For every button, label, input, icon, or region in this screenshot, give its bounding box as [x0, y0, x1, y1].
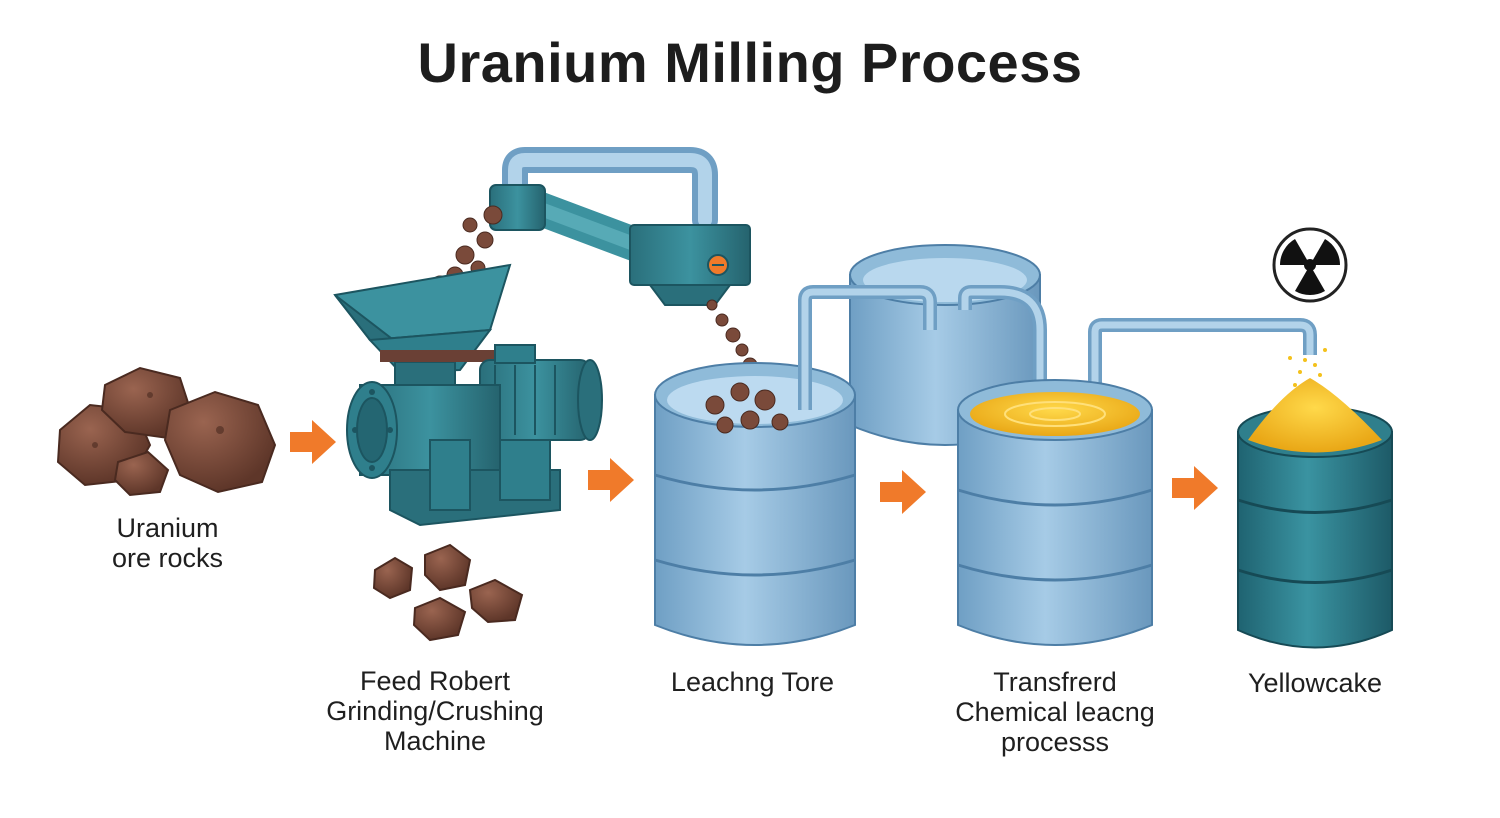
- step-label-yellowcake: Yellowcake: [1225, 668, 1405, 698]
- arrow-icon: [588, 458, 634, 502]
- arrow-icon: [880, 470, 926, 514]
- step-label-line: Chemical leacng: [955, 697, 1155, 727]
- leaching-tank-icon: [654, 362, 856, 646]
- yellowcake-barrel-icon: [1237, 378, 1393, 649]
- step-label-line: processs: [1000, 727, 1110, 757]
- crushing-machine-icon: [333, 263, 603, 527]
- crushed-ore-icon: [372, 543, 524, 642]
- step-label-ore: Uranium ore rocks: [60, 513, 275, 573]
- step-label-line: Uranium: [116, 513, 219, 543]
- step-label-leaching: Leachng Tore: [640, 667, 865, 697]
- step-label-line: Grinding/Crushing: [326, 696, 544, 726]
- step-label-chemical: Transfrerd Chemical leacng processs: [940, 667, 1170, 757]
- step-label-line: Feed Robert: [359, 666, 511, 696]
- step-label-line: Leachng Tore: [670, 667, 835, 697]
- step-label-line: ore rocks: [111, 543, 224, 573]
- transfer-pipes: [798, 285, 1317, 410]
- chemical-leaching-tank-icon: [957, 379, 1153, 646]
- step-label-line: Transfrerd: [993, 667, 1117, 697]
- step-label-line: Yellowcake: [1247, 668, 1383, 698]
- arrow-icon: [290, 420, 336, 464]
- ore-rocks-icon: [56, 366, 277, 497]
- step-label-crusher: Feed Robert Grinding/Crushing Machine: [320, 666, 550, 756]
- arrow-icon: [1172, 466, 1218, 510]
- page-title: Uranium Milling Process: [417, 31, 1083, 94]
- step-label-line: Machine: [383, 726, 487, 756]
- radiation-hazard-icon: [1272, 227, 1348, 303]
- flow-arrows: [290, 420, 1218, 514]
